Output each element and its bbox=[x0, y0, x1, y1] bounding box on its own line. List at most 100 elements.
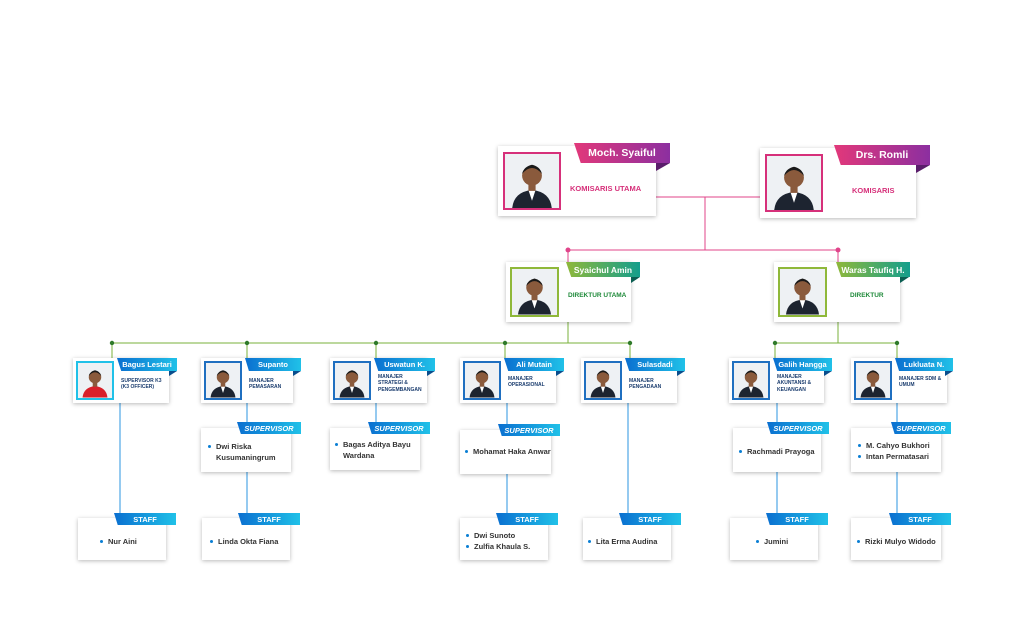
avatar bbox=[765, 154, 823, 212]
list-item: Linda Okta Fiana bbox=[210, 536, 290, 547]
name-list: Rachmadi Prayoga bbox=[739, 446, 819, 457]
staff-tag: STAFF bbox=[889, 513, 951, 525]
bullet-icon bbox=[466, 534, 469, 537]
person-icon bbox=[505, 154, 559, 208]
person-name: Bagas Aditya Bayu Wardana bbox=[343, 440, 411, 461]
person-icon bbox=[78, 363, 112, 398]
person-name: Uswatun K. bbox=[384, 360, 425, 369]
person-icon bbox=[465, 363, 499, 398]
director-card: Waras Taufiq H. DIREKTUR bbox=[774, 262, 910, 322]
supervisor-card: SUPERVISOR Dwi Riska Kusumaningrum bbox=[201, 422, 301, 472]
name-list: M. Cahyo Bukhori Intan Permatasari bbox=[858, 440, 940, 463]
person-icon bbox=[767, 156, 821, 210]
person-name: Bagus Lestari bbox=[122, 360, 172, 369]
ribbon-fold bbox=[631, 277, 640, 283]
avatar bbox=[510, 267, 559, 317]
manager-card-operasional: Ali Mutain MANAJER OPERASIONAL bbox=[460, 358, 564, 403]
avatar bbox=[778, 267, 827, 317]
staff-card: STAFF Dwi Sunoto Zulfia Khaula S. bbox=[460, 513, 558, 560]
list-item: Rizki Mulyo Widodo bbox=[857, 536, 941, 547]
bullet-icon bbox=[100, 540, 103, 543]
supervisor-card: SUPERVISOR Bagas Aditya Bayu Wardana bbox=[330, 422, 430, 470]
staff-card: STAFF Lita Erma Audina bbox=[583, 513, 681, 560]
name-ribbon: Uswatun K. bbox=[374, 358, 435, 371]
name-ribbon: Ali Mutain bbox=[504, 358, 564, 371]
director-card-utama: Syaichul Amin DIREKTUR UTAMA bbox=[506, 262, 640, 322]
staff-tag: STAFF bbox=[496, 513, 558, 525]
avatar bbox=[76, 361, 114, 400]
person-name: Zulfia Khaula S. bbox=[474, 542, 531, 552]
avatar bbox=[503, 152, 561, 210]
person-name: Dwi Riska Kusumaningrum bbox=[216, 442, 276, 463]
ribbon-fold bbox=[427, 371, 435, 376]
person-name: Supanto bbox=[258, 360, 288, 369]
bullet-icon bbox=[739, 450, 742, 453]
name-list: Linda Okta Fiana bbox=[210, 536, 290, 547]
ribbon-fold bbox=[556, 371, 564, 376]
person-name: Mohamat Haka Anwar bbox=[473, 447, 551, 456]
ribbon-fold bbox=[824, 371, 832, 376]
staff-tag: STAFF bbox=[114, 513, 176, 525]
person-name: Dwi Sunoto bbox=[474, 531, 516, 540]
list-item: Jumini bbox=[756, 536, 816, 547]
name-ribbon: Drs. Romli bbox=[834, 145, 930, 165]
person-name: Syaichul Amin bbox=[573, 264, 633, 275]
name-list: Lita Erma Audina bbox=[588, 536, 670, 547]
name-list: Mohamat Haka Anwar bbox=[465, 446, 551, 457]
name-ribbon: Galih Hangga bbox=[773, 358, 832, 371]
staff-card: STAFF Linda Okta Fiana bbox=[202, 513, 300, 560]
role-title: MANAJER OPERASIONAL bbox=[508, 376, 545, 389]
manager-card-pemasaran: Supanto MANAJER PEMASARAN bbox=[201, 358, 301, 403]
ribbon-fold bbox=[293, 371, 301, 376]
bullet-icon bbox=[857, 540, 860, 543]
list-item: Nur Aini bbox=[100, 536, 164, 547]
manager-card-strategi: Uswatun K. MANAJER STRATEGI & PENGEMBANG… bbox=[330, 358, 435, 403]
bullet-icon bbox=[210, 540, 213, 543]
staff-card: STAFF Nur Aini bbox=[78, 513, 176, 560]
person-name: Rizki Mulyo Widodo bbox=[865, 537, 936, 546]
name-list: Rizki Mulyo Widodo bbox=[857, 536, 941, 547]
list-item: Dwi Riska Kusumaningrum bbox=[208, 441, 288, 464]
person-icon bbox=[206, 363, 240, 398]
person-name: Ali Mutain bbox=[516, 360, 552, 369]
staff-card: STAFF Jumini bbox=[730, 513, 828, 560]
person-name: Nur Aini bbox=[108, 537, 137, 546]
name-ribbon: Moch. Syaiful bbox=[574, 143, 670, 163]
person-name: Drs. Romli bbox=[855, 149, 909, 161]
avatar bbox=[333, 361, 371, 400]
person-icon bbox=[512, 269, 557, 315]
bullet-icon bbox=[858, 444, 861, 447]
role-title: DIREKTUR UTAMA bbox=[568, 292, 627, 299]
manager-card-sdm: Lukluata N. MANAJER SDM & UMUM bbox=[851, 358, 953, 403]
staff-tag: STAFF bbox=[238, 513, 300, 525]
ribbon-fold bbox=[656, 163, 670, 171]
bullet-icon bbox=[858, 455, 861, 459]
bullet-icon bbox=[588, 540, 591, 543]
name-ribbon: Syaichul Amin bbox=[566, 262, 640, 277]
list-item: M. Cahyo Bukhori bbox=[858, 440, 940, 451]
board-card-komisaris: Drs. Romli KOMISARIS bbox=[760, 145, 930, 218]
manager-card-pengadaan: Sulasdadi MANAJER PENGADAAN bbox=[581, 358, 685, 403]
person-name: M. Cahyo Bukhori bbox=[866, 441, 930, 450]
supervisor-tag: SUPERVISOR bbox=[368, 422, 430, 434]
list-item: Mohamat Haka Anwar bbox=[465, 446, 551, 457]
list-item: Dwi Sunoto bbox=[466, 530, 548, 541]
name-ribbon: Sulasdadi bbox=[625, 358, 685, 371]
bullet-icon bbox=[208, 445, 211, 448]
person-icon bbox=[856, 363, 890, 398]
name-list: Bagas Aditya Bayu Wardana bbox=[335, 439, 419, 462]
list-item: Lita Erma Audina bbox=[588, 536, 670, 547]
name-list: Jumini bbox=[756, 536, 816, 547]
list-item: Rachmadi Prayoga bbox=[739, 446, 819, 457]
name-ribbon: Waras Taufiq H. bbox=[836, 262, 910, 277]
person-name: Intan Permatasari bbox=[866, 452, 929, 462]
avatar bbox=[204, 361, 242, 400]
manager-card-k3: Bagus Lestari SUPERVISOR K3 (K3 OFFICER) bbox=[73, 358, 177, 403]
supervisor-card: SUPERVISOR M. Cahyo Bukhori Intan Permat… bbox=[851, 422, 951, 472]
person-name: Waras Taufiq H. bbox=[841, 264, 905, 275]
role-title: MANAJER AKUNTANSI & KEUANGAN bbox=[777, 374, 812, 393]
bullet-icon bbox=[466, 545, 469, 549]
supervisor-card: SUPERVISOR Mohamat Haka Anwar bbox=[460, 424, 560, 474]
name-list: Dwi Sunoto Zulfia Khaula S. bbox=[466, 530, 548, 553]
staff-card: STAFF Rizki Mulyo Widodo bbox=[851, 513, 951, 560]
